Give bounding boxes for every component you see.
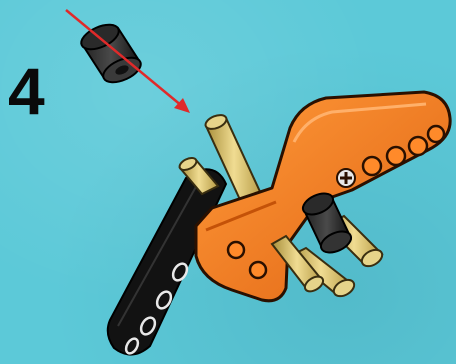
assembly-arrow-icon [66,10,190,113]
bushing-icon [78,20,145,88]
